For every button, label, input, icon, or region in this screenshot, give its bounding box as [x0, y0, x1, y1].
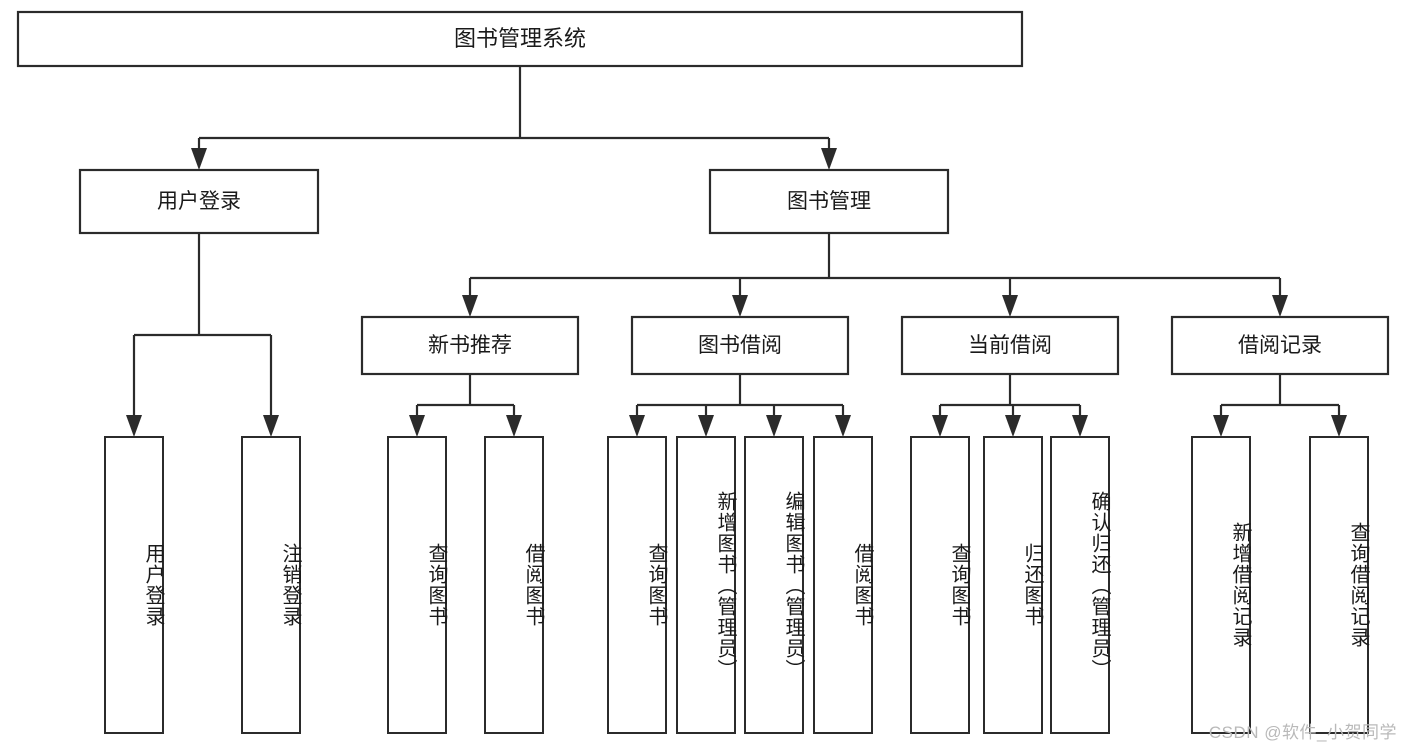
- level2-node-box-2[interactable]: [708, 168, 950, 235]
- arrow-head-leaf-4: [506, 415, 522, 437]
- arrow-head-level2-1: [191, 148, 207, 170]
- level3-node-box-2[interactable]: [630, 315, 850, 376]
- leaf-node-box-1[interactable]: [104, 436, 164, 734]
- arrow-head-leaf-1: [126, 415, 142, 437]
- leaf-node-box-9[interactable]: [910, 436, 970, 734]
- level3-node-box-1[interactable]: [360, 315, 580, 376]
- arrow-head-level3-4: [1272, 295, 1288, 317]
- arrow-head-level3-3: [1002, 295, 1018, 317]
- arrow-head-level2-2: [821, 148, 837, 170]
- arrow-head-leaf-10: [1005, 415, 1021, 437]
- csdn-watermark: CSDN @软件_小贺同学: [1208, 723, 1397, 742]
- root-node-label: 图书管理系统: [454, 26, 586, 51]
- level2-node-label-1: 用户登录: [157, 190, 241, 213]
- node-boxes-layer: [16, 10, 1390, 734]
- arrow-head-level3-1: [462, 295, 478, 317]
- level3-node-label-2: 图书借阅: [698, 334, 782, 357]
- leaf-node-box-2[interactable]: [241, 436, 301, 734]
- arrow-head-leaf-12: [1213, 415, 1229, 437]
- leaf-node-box-13[interactable]: [1309, 436, 1369, 734]
- arrow-head-leaf-3: [409, 415, 425, 437]
- level2-node-box-1[interactable]: [78, 168, 320, 235]
- root-node-box[interactable]: [16, 10, 1024, 68]
- level2-node-label-2: 图书管理: [787, 190, 871, 213]
- arrow-head-leaf-6: [698, 415, 714, 437]
- leaf-node-box-6[interactable]: [676, 436, 736, 734]
- leaf-node-box-8[interactable]: [813, 436, 873, 734]
- leaf-node-box-12[interactable]: [1191, 436, 1251, 734]
- leaf-node-box-10[interactable]: [983, 436, 1043, 734]
- leaf-node-box-7[interactable]: [744, 436, 804, 734]
- level3-node-label-1: 新书推荐: [428, 334, 512, 357]
- level3-node-label-4: 借阅记录: [1238, 334, 1322, 357]
- level3-node-label-3: 当前借阅: [968, 334, 1052, 357]
- leaf-node-box-11[interactable]: [1050, 436, 1110, 734]
- leaf-node-box-5[interactable]: [607, 436, 667, 734]
- arrow-head-leaf-8: [835, 415, 851, 437]
- arrow-head-level3-2: [732, 295, 748, 317]
- arrow-head-leaf-7: [766, 415, 782, 437]
- arrow-head-leaf-13: [1331, 415, 1347, 437]
- level3-node-box-4[interactable]: [1170, 315, 1390, 376]
- leaf-node-box-4[interactable]: [484, 436, 544, 734]
- arrow-head-leaf-11: [1072, 415, 1088, 437]
- arrow-head-leaf-2: [263, 415, 279, 437]
- level3-node-box-3[interactable]: [900, 315, 1120, 376]
- leaf-node-box-3[interactable]: [387, 436, 447, 734]
- connector-edges-layer: [126, 66, 1347, 437]
- arrow-head-leaf-5: [629, 415, 645, 437]
- arrow-head-leaf-9: [932, 415, 948, 437]
